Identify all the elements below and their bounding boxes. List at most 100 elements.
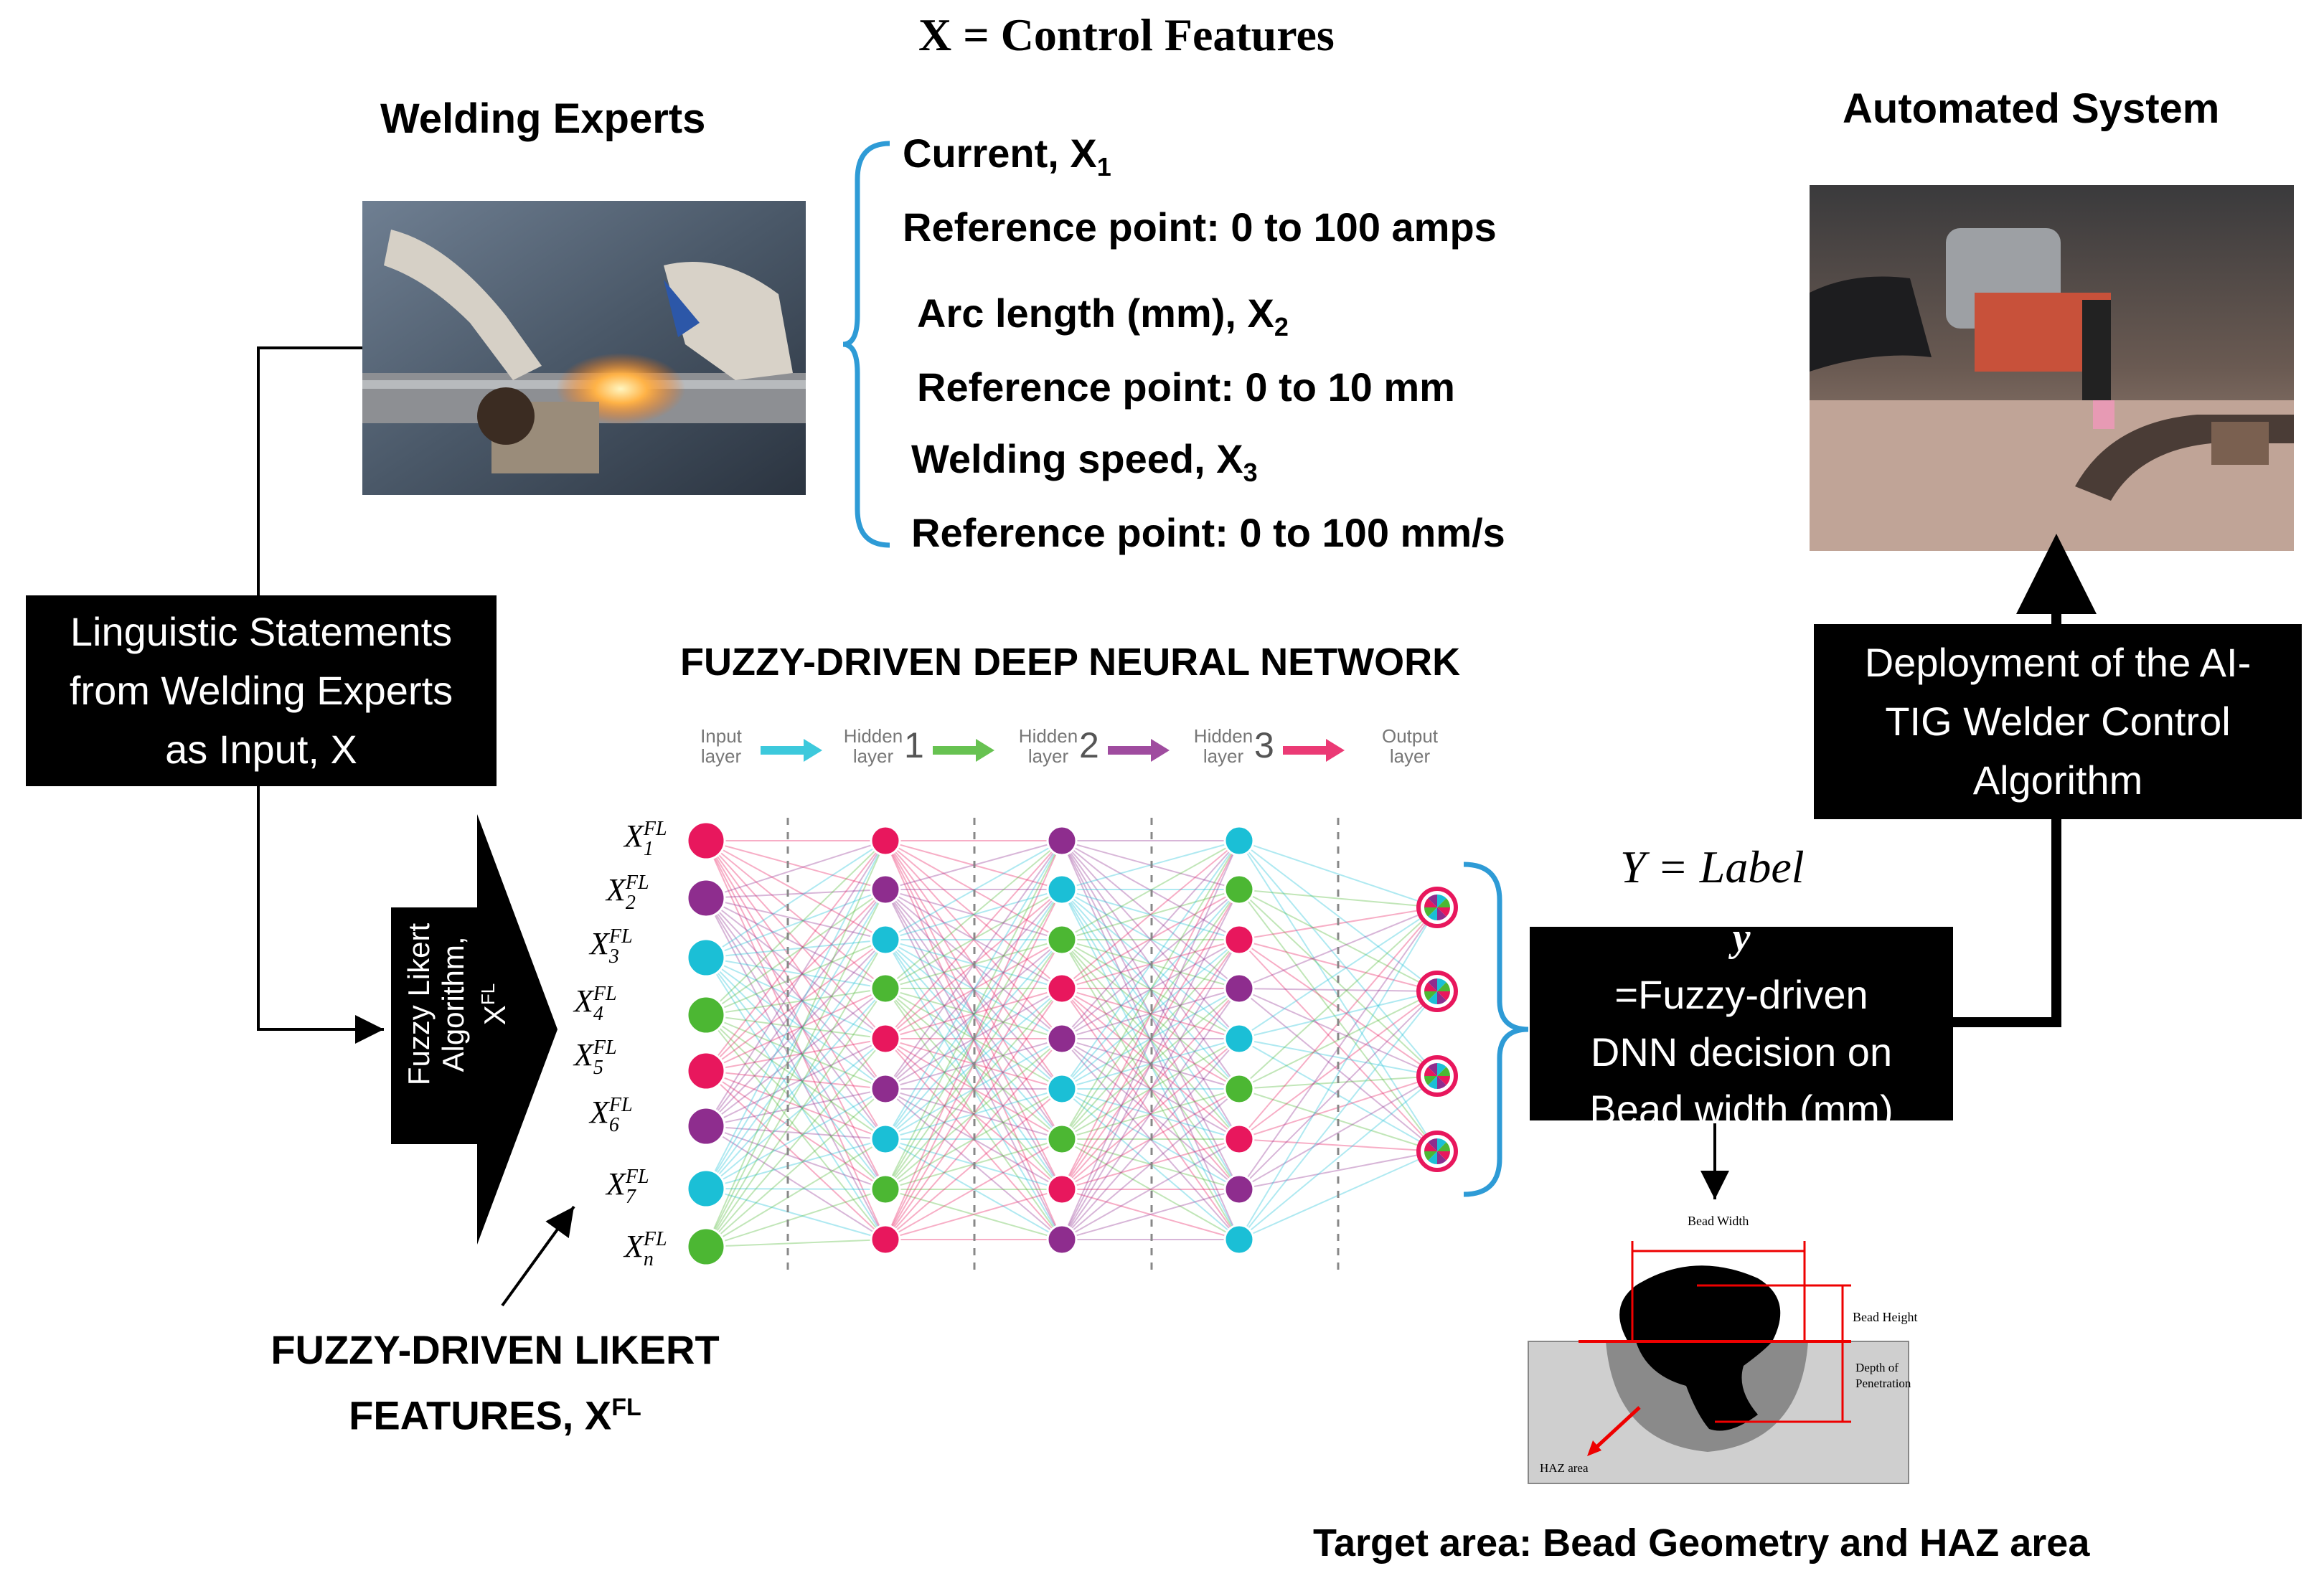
edge — [1238, 1075, 1438, 1190]
edge — [705, 957, 886, 1090]
edge — [1238, 988, 1438, 1077]
node-l2-5 — [1046, 1073, 1078, 1105]
edge — [1061, 988, 1240, 1190]
edge — [705, 1038, 886, 1247]
edge — [885, 840, 1063, 989]
edge — [705, 957, 886, 1039]
edge — [705, 840, 886, 1090]
welding-experts-photo — [362, 201, 806, 495]
edge — [1238, 840, 1438, 908]
stage-arrow-0 — [761, 739, 822, 762]
edge — [885, 889, 1063, 1090]
edge — [705, 1070, 886, 1140]
node-l3-1 — [1223, 874, 1255, 905]
node-l3-7 — [1223, 1174, 1255, 1205]
bead-caption: Target area: Bead Geometry and HAZ area — [1313, 1521, 2090, 1565]
node-l2-6 — [1046, 1123, 1078, 1155]
edge — [885, 988, 1063, 1039]
stage-arrow-1 — [933, 739, 994, 762]
node-l2-8 — [1046, 1224, 1078, 1255]
dnn-decision-box: y=Fuzzy-driven DNN decision on Bead widt… — [1530, 915, 1953, 1132]
edge — [705, 897, 886, 1190]
node-l0-6 — [686, 1169, 726, 1209]
feature-current: Current, X1 Reference point: 0 to 100 am… — [903, 131, 1497, 250]
edge — [1238, 1151, 1438, 1190]
node-l1-5 — [870, 1073, 901, 1105]
edge — [705, 889, 886, 958]
edge — [1061, 840, 1240, 989]
edge — [885, 1138, 1063, 1240]
stage-number-1: 1 — [904, 725, 924, 765]
edge — [885, 889, 1063, 940]
edge — [1238, 991, 1438, 1039]
feature-arc-length: Arc length (mm), X2 Reference point: 0 t… — [917, 291, 1455, 410]
edge — [1061, 1138, 1240, 1240]
edge — [705, 889, 886, 1072]
edge — [1061, 988, 1240, 1039]
edge — [1061, 840, 1240, 1190]
edge — [885, 840, 1063, 989]
node-l3-2 — [1223, 924, 1255, 955]
node-l1-6 — [870, 1123, 901, 1155]
node-l2-0 — [1046, 825, 1078, 856]
features-bracket — [842, 141, 890, 548]
dnn-title: FUZZY-DRIVEN DEEP NEURAL NETWORK — [680, 641, 1461, 684]
edge — [705, 1014, 886, 1039]
edge — [705, 1070, 886, 1190]
node-l1-8 — [870, 1224, 901, 1255]
node-l0-4 — [686, 1051, 726, 1091]
edge — [1238, 988, 1438, 1152]
edge — [705, 1038, 886, 1127]
node-l3-8 — [1223, 1224, 1255, 1255]
edge — [1238, 889, 1438, 992]
edge — [1238, 889, 1438, 908]
edge — [885, 1189, 1063, 1240]
edge — [705, 939, 886, 1016]
node-l1-7 — [870, 1174, 901, 1205]
node-l4-1 — [1416, 971, 1458, 1012]
edge — [705, 840, 886, 1247]
edge — [705, 889, 886, 899]
edge — [1061, 988, 1240, 1190]
edge — [885, 889, 1063, 940]
edge — [1061, 889, 1240, 1090]
edge — [705, 840, 886, 1039]
edge — [705, 1125, 886, 1240]
node-l3-3 — [1223, 973, 1255, 1004]
edge — [1061, 1138, 1240, 1240]
stage-number-3: 3 — [1254, 725, 1274, 765]
edge — [1061, 1189, 1240, 1240]
edge — [1061, 1088, 1240, 1140]
edge — [705, 840, 886, 958]
edge — [705, 988, 886, 1247]
edge — [1238, 1038, 1438, 1077]
edge — [705, 840, 886, 989]
edge — [705, 957, 886, 1140]
node-l0-2 — [686, 938, 726, 978]
edge — [1061, 840, 1240, 989]
node-l3-5 — [1223, 1073, 1255, 1105]
feature-welding-speed: Welding speed, X3 Reference point: 0 to … — [911, 436, 1505, 556]
edge — [1061, 939, 1240, 1090]
edge — [705, 1038, 886, 1072]
edge — [885, 840, 1063, 1190]
edge — [705, 939, 886, 1247]
edge — [885, 939, 1063, 1240]
edge — [705, 1038, 886, 1189]
edge — [885, 1138, 1063, 1240]
node-l3-6 — [1223, 1123, 1255, 1155]
edge — [885, 1038, 1063, 1140]
edge — [885, 988, 1063, 1190]
node-l0-7 — [686, 1227, 726, 1267]
linguistic-statements-box: Linguistic Statements from Welding Exper… — [26, 595, 497, 786]
edge — [1061, 889, 1240, 940]
edge — [885, 939, 1063, 1090]
node-l3-4 — [1223, 1023, 1255, 1054]
fuzzy-likert-arrow — [391, 814, 558, 1245]
